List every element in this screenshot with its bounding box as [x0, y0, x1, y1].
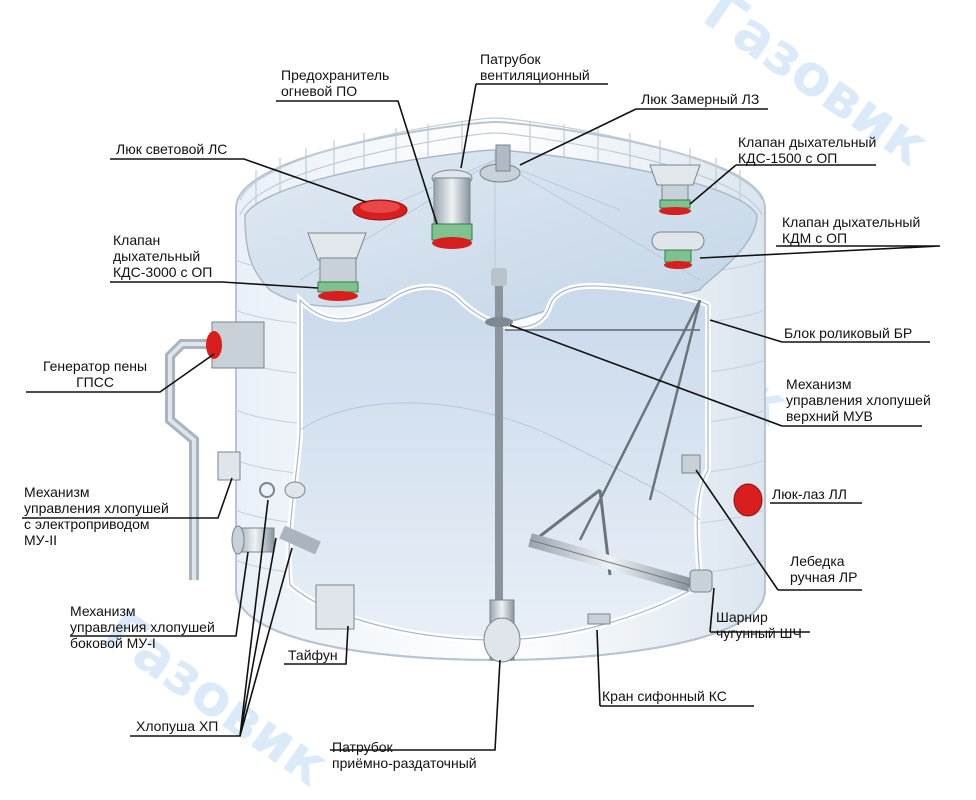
label-typhoon: Тайфун [288, 647, 338, 663]
label-flapper: Хлопуша ХП [136, 718, 219, 734]
label-siphon-valve: Кран сифонный КС [602, 688, 727, 704]
internal-equipment [483, 268, 713, 663]
external-equipment [165, 321, 763, 630]
label-light-hatch: Люк световой ЛС [116, 141, 228, 157]
leader-lines [22, 83, 941, 751]
label-manhole: Люк-лаз ЛЛ [772, 486, 847, 502]
label-roller-block: Блок роликовый БР [784, 325, 913, 341]
roof-equipment [307, 144, 705, 301]
label-measure-hatch: Люк Замерный ЛЗ [641, 91, 760, 107]
